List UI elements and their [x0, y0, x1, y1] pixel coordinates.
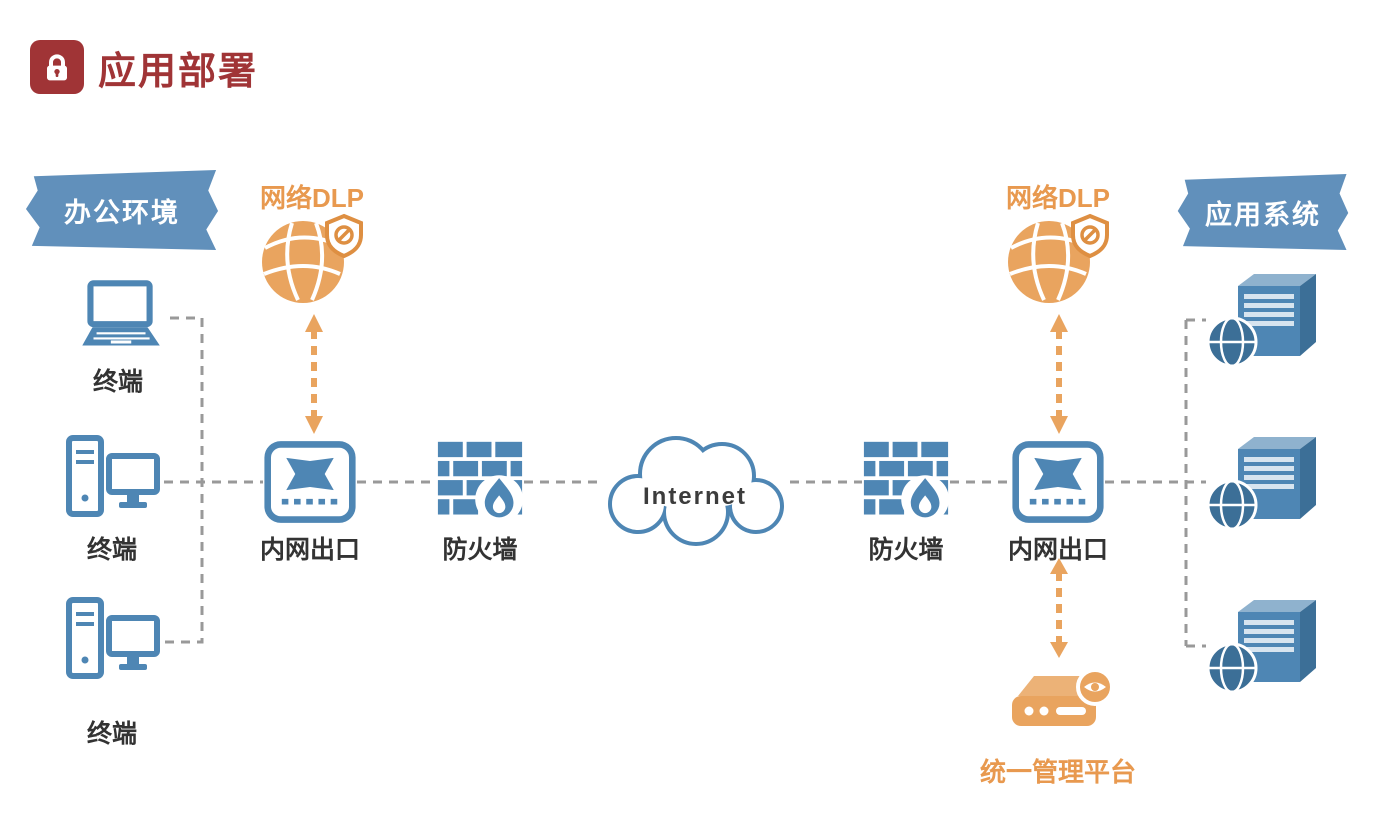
office-zone-label: 办公环境	[64, 197, 180, 228]
firewall-left-icon	[436, 438, 524, 526]
management-double-arrow-icon	[1046, 558, 1072, 658]
page-title: 应用部署	[98, 50, 259, 93]
server-icon-2	[1200, 433, 1330, 533]
dlp-right-double-arrow-icon	[1046, 314, 1072, 434]
dlp-right-label: 网络DLP	[1005, 183, 1111, 213]
lock-icon	[30, 40, 84, 94]
firewall-right-icon	[862, 438, 950, 526]
network-dlp-globe-icon	[1002, 210, 1114, 308]
office-zone-banner: 办公环境	[24, 168, 220, 252]
desktop-icon-2	[62, 596, 164, 688]
server-icon-3	[1200, 596, 1330, 696]
internet-label: Internet	[643, 483, 747, 510]
network-dlp-globe-icon	[256, 210, 368, 308]
switch-left-label: 内网出口	[259, 536, 361, 564]
switch-right-icon	[1011, 436, 1105, 528]
dlp-left-label: 网络DLP	[259, 183, 365, 213]
banner-ribbon-shape	[1177, 173, 1349, 251]
switch-left-icon	[263, 436, 357, 528]
internet-cloud: Internet	[598, 424, 792, 550]
switch-right-label: 内网出口	[1007, 536, 1109, 564]
terminal-label-3: 终端	[86, 720, 138, 748]
firewall-right-label: 防火墙	[868, 536, 944, 564]
firewall-left-label: 防火墙	[442, 536, 518, 564]
terminal-label-2: 终端	[86, 536, 138, 564]
banner-ribbon-shape	[25, 170, 219, 250]
app-zone-banner: 应用系统	[1176, 172, 1350, 252]
server-icon-1	[1200, 270, 1330, 370]
dlp-left-double-arrow-icon	[301, 314, 327, 434]
terminal-label-1: 终端	[92, 368, 144, 396]
laptop-icon	[68, 280, 170, 354]
management-platform-label: 统一管理平台	[979, 757, 1137, 787]
desktop-icon-1	[62, 434, 164, 526]
app-zone-label: 应用系统	[1205, 199, 1321, 230]
management-platform-icon	[1000, 660, 1116, 748]
